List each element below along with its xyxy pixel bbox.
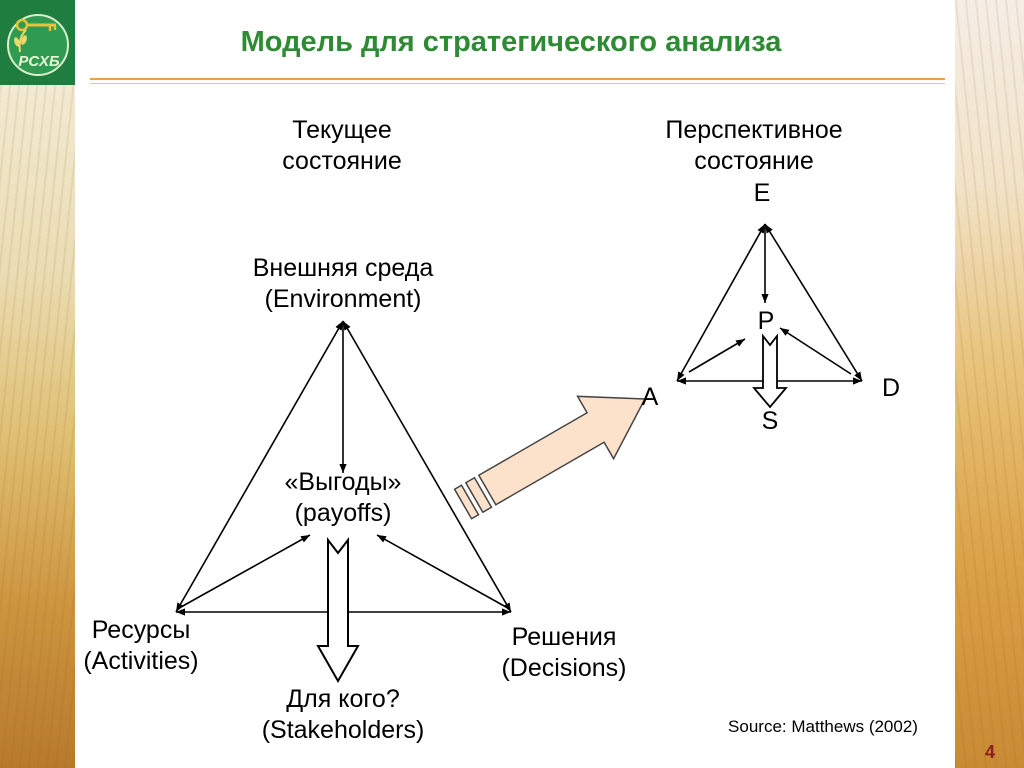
wheat-background-left <box>0 85 75 768</box>
resources-label-ru: Ресурсы <box>91 616 191 644</box>
wheat-ear-icon <box>14 29 27 53</box>
current-state-heading: Текущее состояние <box>282 115 401 177</box>
vertex-d-label: D <box>881 374 901 402</box>
transition-arrow-stripe <box>464 476 493 514</box>
arrow-e-d <box>764 223 863 382</box>
future-state-heading-line1: Перспективное <box>665 116 843 144</box>
page-number: 4 <box>984 742 996 762</box>
arrow-e-a <box>676 223 766 382</box>
decisions-label-en: (Decisions) <box>501 654 627 682</box>
payoffs-label-ru: «Выгоды» <box>284 468 402 496</box>
current-state-heading-line2: состояние <box>282 147 402 175</box>
rshb-logo: РСХБ <box>0 0 75 85</box>
source-citation: Source: Matthews (2002) <box>728 717 918 736</box>
arrow-environment-decisions <box>342 320 512 613</box>
title-underline <box>90 78 945 84</box>
stakeholders-label-ru: Для кого? <box>286 685 400 713</box>
future-state-heading: Перспективное состояние <box>665 115 842 177</box>
resources-label-en: (Activities) <box>83 647 199 675</box>
stakeholders-label-en: (Stakeholders) <box>261 716 425 744</box>
wheat-background-right <box>955 0 1024 768</box>
decisions-label-ru: Решения <box>511 623 617 651</box>
transition-arrow-body <box>477 395 647 506</box>
arrow-decisions-to-payoffs <box>376 534 507 608</box>
logo-lettering: РСХБ <box>18 53 60 70</box>
current-state-heading-line1: Текущее <box>292 116 392 144</box>
current-state-triangle <box>175 320 512 616</box>
decisions-label: Решения (Decisions) <box>501 622 626 684</box>
bottom-s-label: S <box>761 407 779 435</box>
arrow-environment-resources <box>175 320 344 613</box>
center-p-label: P <box>757 307 775 335</box>
future-state-heading-line2: состояние <box>694 147 814 175</box>
vertex-a-label: A <box>641 383 659 411</box>
resources-label: Ресурсы (Activities) <box>83 615 198 677</box>
stakeholders-label: Для кого? (Stakeholders) <box>262 684 425 746</box>
arrow-resources-to-payoffs <box>180 534 311 608</box>
transition-arrow <box>453 395 647 520</box>
payoffs-label-en: (payoffs) <box>294 499 392 527</box>
arrow-a-to-p <box>688 338 746 373</box>
vertex-e-label: E <box>753 179 771 207</box>
key-icon <box>15 18 57 32</box>
hollow-arrow-payoffs-to-stakeholders <box>316 537 360 684</box>
environment-label-en: (Environment) <box>264 285 422 313</box>
payoffs-label: «Выгоды» (payoffs) <box>285 467 402 529</box>
transition-arrow-stripe <box>453 484 480 520</box>
future-state-triangle <box>676 223 863 385</box>
arrow-d-to-p <box>779 327 852 375</box>
environment-label: Внешняя среда (Environment) <box>253 253 434 315</box>
environment-label-ru: Внешняя среда <box>252 254 434 282</box>
slide-title: Модель для стратегического анализа <box>240 26 782 58</box>
hollow-arrow-p-to-s <box>752 333 788 409</box>
